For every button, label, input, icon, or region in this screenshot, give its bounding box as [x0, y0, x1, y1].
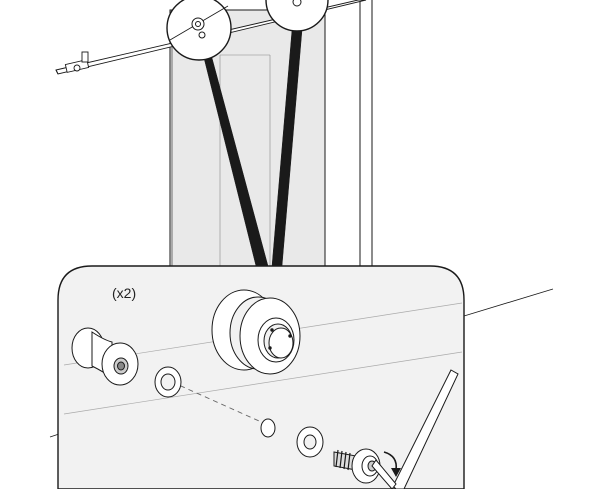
rotation-arrow-icon: [383, 451, 401, 477]
washer-right: [296, 426, 324, 458]
washer-left: [154, 366, 182, 398]
rail-stopper: [64, 51, 90, 73]
door-frame: [359, 0, 373, 268]
magnifier-right: [265, 0, 329, 32]
door-knob: [71, 327, 139, 386]
allen-key-icon: [371, 369, 459, 489]
quantity-label: (x2): [112, 285, 137, 301]
detail-panel: [57, 265, 465, 489]
bolt: [333, 448, 381, 484]
guide-roller: [211, 289, 301, 375]
spacer-ring: [260, 418, 276, 438]
magnifier-left: [166, 0, 232, 61]
